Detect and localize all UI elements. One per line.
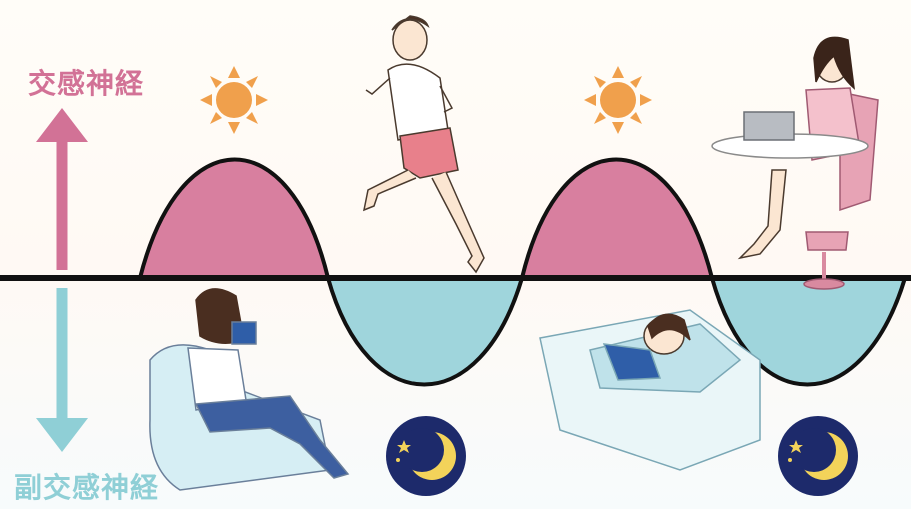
woman-reading-illustration (150, 289, 348, 490)
woman-laptop-illustration (712, 37, 878, 289)
parasympathetic-nerve-label: 副交感神経 (14, 466, 159, 506)
moon-icon (778, 416, 858, 496)
sun-icon (584, 66, 652, 134)
woman-sleeping-illustration (540, 310, 760, 470)
sun-icon (200, 66, 268, 134)
sympathetic-nerve-label: 交感神経 (28, 62, 144, 102)
man-running-illustration (364, 16, 484, 272)
moon-icon (386, 416, 466, 496)
